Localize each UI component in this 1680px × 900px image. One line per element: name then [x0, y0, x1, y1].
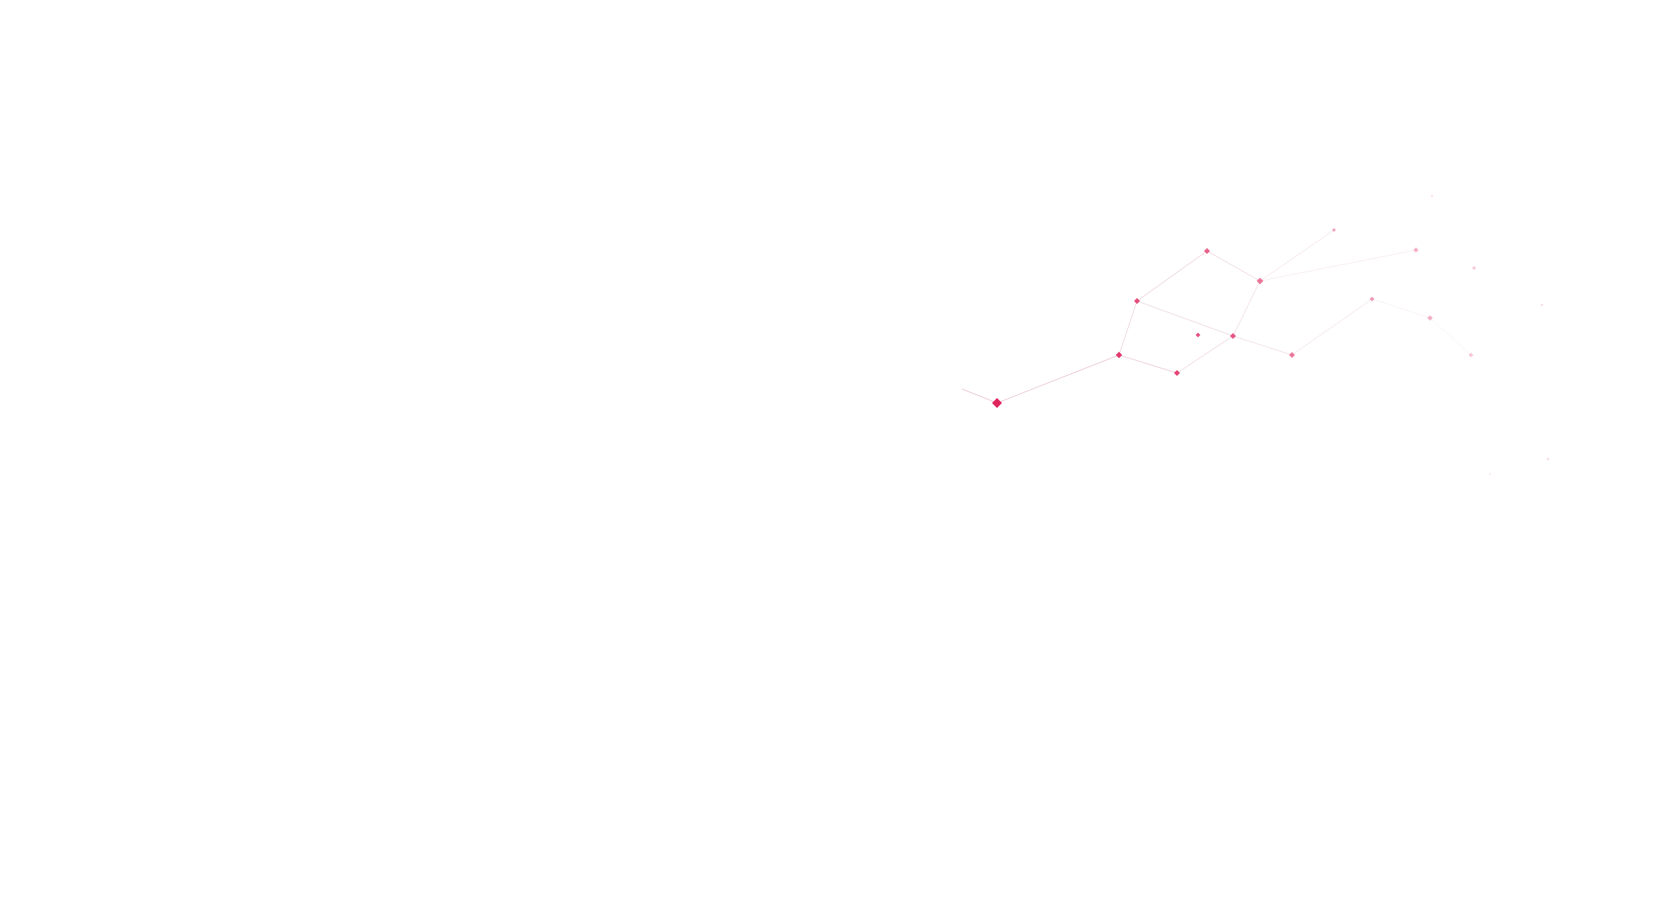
- network-edge: [1232, 280, 1261, 337]
- network-node: [1332, 228, 1336, 232]
- network-node: [1472, 266, 1476, 270]
- network-node: [1413, 247, 1419, 253]
- network-node: [1430, 194, 1434, 198]
- network-node: [1195, 332, 1201, 338]
- network-edge: [1291, 298, 1373, 356]
- network-node: [1546, 457, 1550, 461]
- network-nodes: [992, 194, 1550, 476]
- network-node: [1468, 352, 1474, 358]
- network-edge: [1232, 335, 1293, 356]
- network-node: [1230, 333, 1236, 339]
- network-edge: [996, 354, 1120, 404]
- network-edge: [1118, 354, 1178, 374]
- network-edge: [1118, 300, 1138, 356]
- network-node: [1488, 472, 1492, 476]
- network-node: [1369, 296, 1375, 302]
- network-edges: [961, 229, 1472, 404]
- network-edge: [1371, 298, 1431, 319]
- network-node: [1115, 351, 1123, 359]
- network-node: [992, 398, 1002, 408]
- network-node: [1427, 315, 1433, 321]
- network-node: [1204, 248, 1210, 254]
- network-node: [1289, 352, 1295, 358]
- network-node: [1134, 298, 1140, 304]
- network-node: [1256, 277, 1264, 285]
- network-edge: [1136, 250, 1208, 302]
- network-node: [1174, 370, 1180, 376]
- network-edge: [1429, 317, 1472, 356]
- network-edge: [1206, 250, 1261, 282]
- network-edge: [1176, 335, 1234, 374]
- network-edge: [961, 388, 998, 404]
- network-edge: [1136, 300, 1234, 337]
- network-node: [1540, 303, 1544, 307]
- network-edge: [1259, 249, 1417, 282]
- network-edge: [1259, 229, 1335, 282]
